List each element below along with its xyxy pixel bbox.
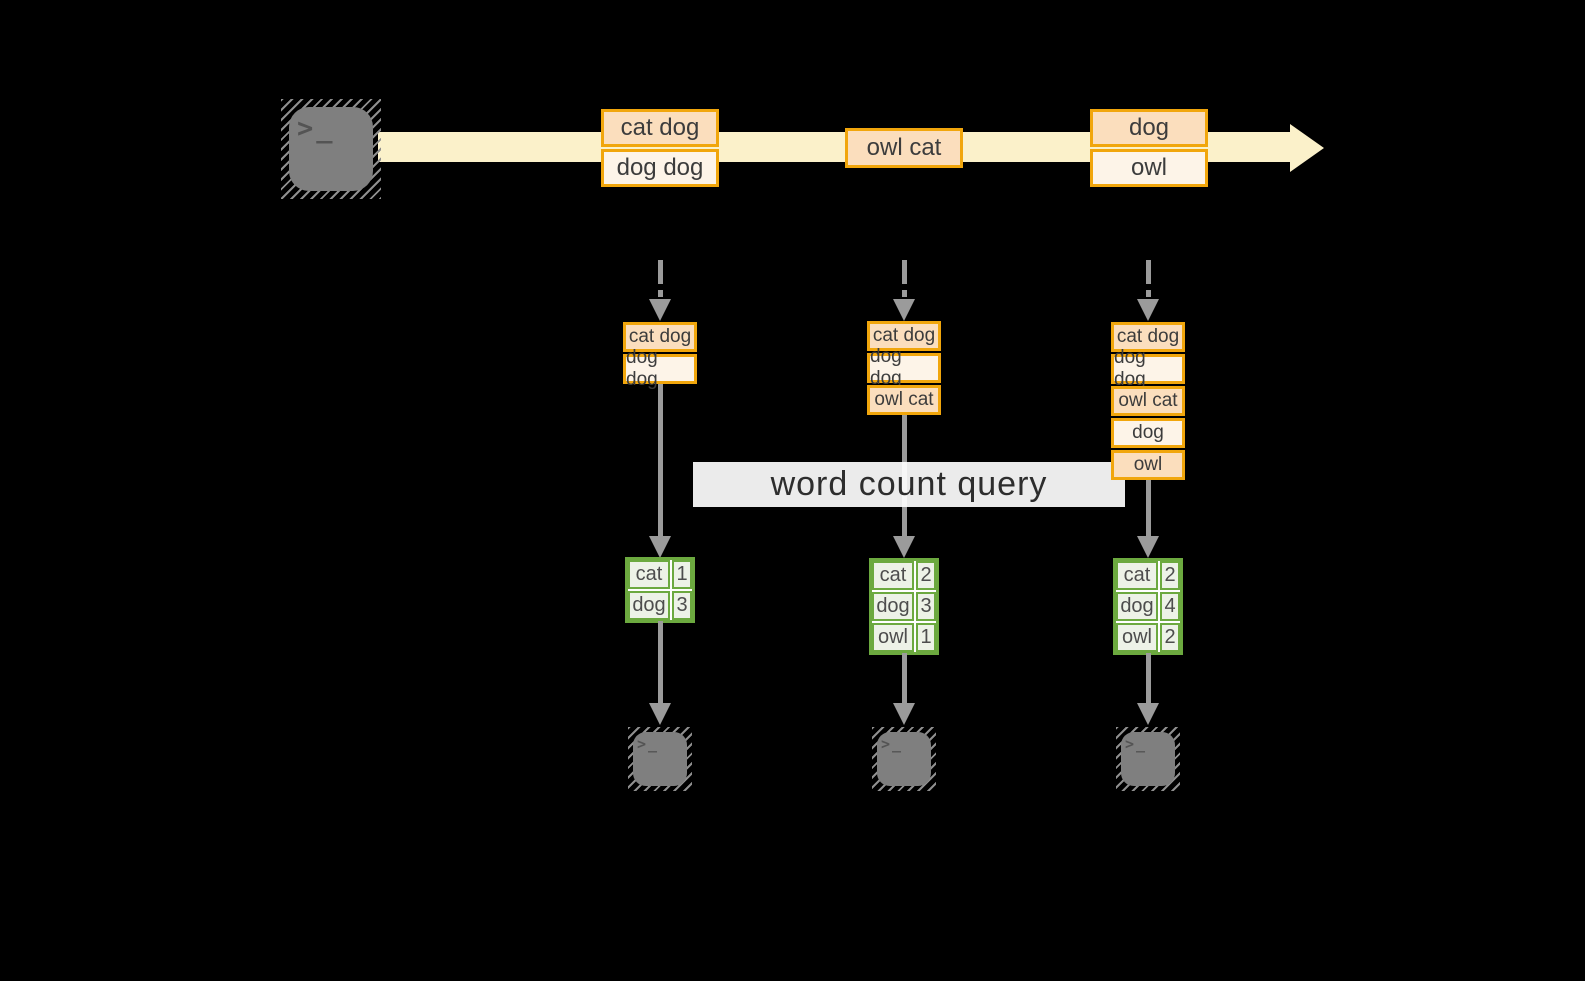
arrowhead-down-icon xyxy=(649,703,671,725)
buffer-label: dog dog xyxy=(870,346,902,389)
count-cell: 2 xyxy=(1160,561,1180,590)
event-label: dog dog xyxy=(616,154,704,181)
buffer-to-table-line xyxy=(1146,478,1151,536)
table-to-sink-line xyxy=(902,653,907,703)
terminal-prompt-glyph: >_ xyxy=(881,735,904,753)
dashed-arrow-segment xyxy=(902,290,907,297)
stream-arrowhead-icon xyxy=(1290,124,1324,172)
sink-terminal-icon: >_ xyxy=(628,727,692,791)
event-label: dog xyxy=(1128,114,1170,141)
arrowhead-down-icon xyxy=(1137,299,1159,321)
arrowhead-down-icon xyxy=(893,536,915,558)
arrowhead-down-icon xyxy=(1137,536,1159,558)
table-to-sink-line xyxy=(658,621,663,703)
buffer-row: cat dog xyxy=(1111,322,1185,352)
query-band: word count query xyxy=(693,462,1125,507)
word-cell: dog xyxy=(872,592,914,621)
buffer-label: dog dog xyxy=(1114,347,1146,390)
word-cell: dog xyxy=(628,591,670,620)
count-cell: 2 xyxy=(916,561,936,590)
buffer-to-table-line xyxy=(658,384,663,536)
dashed-arrow-segment xyxy=(658,290,663,297)
buffer-row: dog xyxy=(1111,418,1185,448)
terminal-body xyxy=(877,732,931,786)
dashed-arrow-segment xyxy=(1146,260,1151,284)
buffer-label: owl cat xyxy=(1118,390,1178,411)
stream-event-box: owl cat xyxy=(845,128,963,168)
terminal-prompt-glyph: >_ xyxy=(297,113,336,144)
arrowhead-down-icon xyxy=(1137,703,1159,725)
buffer-label: cat dog xyxy=(1116,326,1180,347)
stream-event-box: cat dog xyxy=(601,109,719,147)
terminal-body xyxy=(1121,732,1175,786)
buffer-row: cat dog xyxy=(623,322,697,352)
terminal-body xyxy=(633,732,687,786)
buffer-label: cat dog xyxy=(872,325,936,346)
buffer-row: dog dog xyxy=(867,346,941,389)
terminal-prompt-glyph: >_ xyxy=(637,735,660,753)
event-label: owl cat xyxy=(866,134,942,161)
arrowhead-down-icon xyxy=(893,703,915,725)
terminal-prompt-glyph: >_ xyxy=(1125,735,1148,753)
word-cell: owl xyxy=(1116,623,1158,652)
stream-event-box: dog xyxy=(1090,109,1208,147)
dashed-arrow-segment xyxy=(658,260,663,284)
word-cell: cat xyxy=(1116,561,1158,590)
event-label: owl xyxy=(1130,154,1167,181)
count-cell: 4 xyxy=(1160,592,1180,621)
event-label: cat dog xyxy=(620,114,700,141)
arrowhead-down-icon xyxy=(649,299,671,321)
buffer-row: dog dog xyxy=(1111,347,1185,390)
buffer-row: owl cat xyxy=(867,385,941,415)
word-cell: dog xyxy=(1116,592,1158,621)
table-to-sink-line xyxy=(1146,653,1151,703)
buffer-label: owl xyxy=(1133,454,1163,475)
stream-event-box: owl xyxy=(1090,149,1208,187)
buffer-label: cat dog xyxy=(628,326,692,347)
source-terminal-icon: >_ xyxy=(281,99,381,199)
count-cell: 3 xyxy=(916,592,936,621)
count-cell: 3 xyxy=(672,591,692,620)
sink-terminal-icon: >_ xyxy=(1116,727,1180,791)
count-cell: 1 xyxy=(916,623,936,652)
count-table: cat 2 dog 3 owl 1 xyxy=(869,558,939,655)
word-cell: cat xyxy=(628,560,670,589)
query-band-label: word count query xyxy=(770,465,1048,503)
arrowhead-down-icon xyxy=(893,299,915,321)
buffer-label: dog dog xyxy=(626,347,658,390)
count-cell: 2 xyxy=(1160,623,1180,652)
dashed-arrow-segment xyxy=(902,260,907,284)
buffer-row: dog dog xyxy=(623,347,697,390)
buffer-row: cat dog xyxy=(867,321,941,351)
stream-event-box: dog dog xyxy=(601,149,719,187)
buffer-label: owl cat xyxy=(874,389,934,410)
dashed-arrow-segment xyxy=(1146,290,1151,297)
buffer-row: owl xyxy=(1111,450,1185,480)
count-cell: 1 xyxy=(672,560,692,589)
buffer-row: owl cat xyxy=(1111,386,1185,416)
arrowhead-down-icon xyxy=(649,536,671,558)
terminal-body xyxy=(289,107,373,191)
count-table: cat 1 dog 3 xyxy=(625,557,695,623)
buffer-label: dog xyxy=(1132,422,1164,443)
word-cell: cat xyxy=(872,561,914,590)
word-cell: owl xyxy=(872,623,914,652)
sink-terminal-icon: >_ xyxy=(872,727,936,791)
count-table: cat 2 dog 4 owl 2 xyxy=(1113,558,1183,655)
